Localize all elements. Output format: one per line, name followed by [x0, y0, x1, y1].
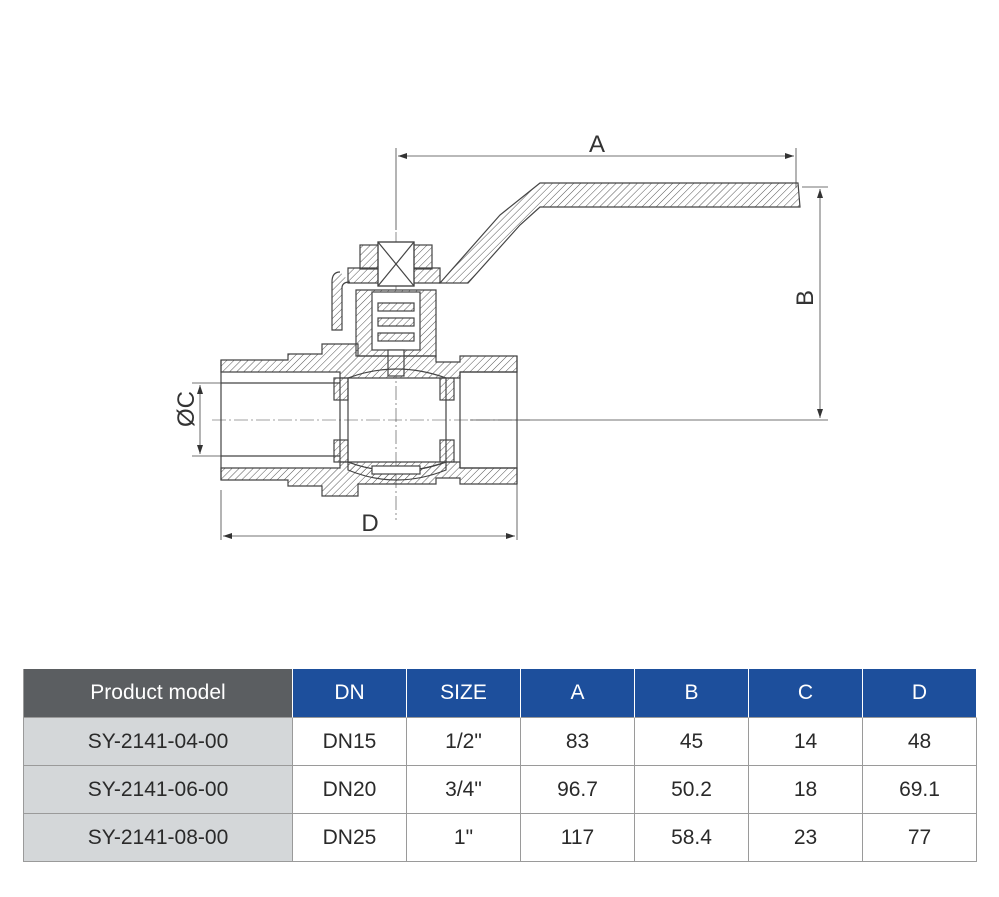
cell-a: 96.7 — [521, 766, 635, 814]
dimension-a-label: A — [589, 131, 605, 158]
cell-b: 50.2 — [635, 766, 749, 814]
cell-dn: DN20 — [293, 766, 407, 814]
cell-d: 69.1 — [863, 766, 977, 814]
valve-handle — [331, 182, 801, 331]
table-header-row: Product model DN SIZE A B C D — [23, 669, 977, 718]
cell-model: SY-2141-04-00 — [23, 718, 293, 766]
table-row: SY-2141-06-00 DN20 3/4" 96.7 50.2 18 69.… — [23, 766, 977, 814]
cell-c: 23 — [749, 814, 863, 862]
cell-d: 77 — [863, 814, 977, 862]
cell-c: 14 — [749, 718, 863, 766]
header-c: C — [749, 669, 863, 718]
table-row: SY-2141-04-00 DN15 1/2" 83 45 14 48 — [23, 718, 977, 766]
cell-size: 1" — [407, 814, 521, 862]
header-a: A — [521, 669, 635, 718]
header-product-model: Product model — [23, 669, 293, 718]
cell-dn: DN15 — [293, 718, 407, 766]
header-d: D — [863, 669, 977, 718]
dimension-d — [220, 484, 518, 540]
cell-c: 18 — [749, 766, 863, 814]
header-b: B — [635, 669, 749, 718]
cell-dn: DN25 — [293, 814, 407, 862]
table-row: SY-2141-08-00 DN25 1" 117 58.4 23 77 — [23, 814, 977, 862]
header-size: SIZE — [407, 669, 521, 718]
header-dn: DN — [293, 669, 407, 718]
cell-size: 1/2" — [407, 718, 521, 766]
cell-b: 45 — [635, 718, 749, 766]
valve-technical-drawing: A B ØC D — [173, 131, 828, 540]
cell-model: SY-2141-08-00 — [23, 814, 293, 862]
stem-nut — [359, 241, 433, 287]
specification-table: Product model DN SIZE A B C D SY-2141-04… — [23, 669, 977, 862]
cell-size: 3/4" — [407, 766, 521, 814]
cell-model: SY-2141-06-00 — [23, 766, 293, 814]
dimension-b-label: B — [792, 290, 819, 306]
cell-a: 83 — [521, 718, 635, 766]
dimension-a — [395, 148, 797, 230]
dimension-d-label: D — [361, 510, 378, 537]
cell-a: 117 — [521, 814, 635, 862]
valve-body — [220, 343, 518, 497]
cell-b: 58.4 — [635, 814, 749, 862]
cell-d: 48 — [863, 718, 977, 766]
dimension-c-label: ØC — [173, 391, 200, 427]
